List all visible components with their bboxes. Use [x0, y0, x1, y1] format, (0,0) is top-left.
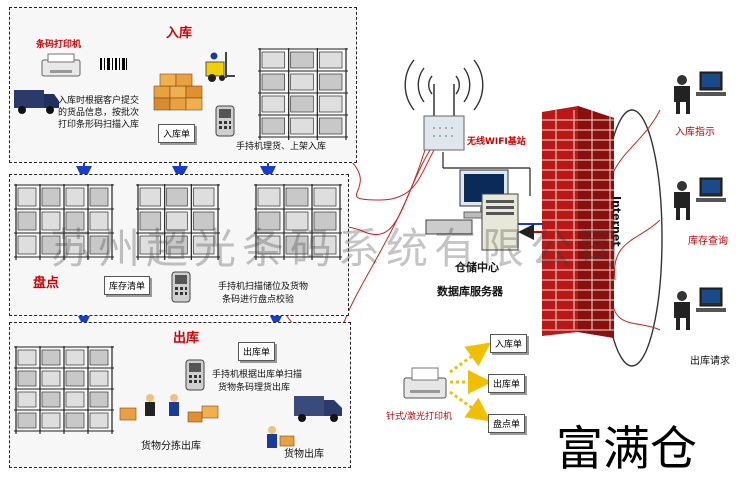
firewall-icon — [542, 106, 614, 338]
inbound-doc: 入库单 — [158, 124, 196, 143]
client-outbound-workstation-icon — [674, 287, 726, 330]
forklift-icon — [205, 52, 235, 82]
delivery-truck-icon — [294, 396, 342, 422]
truck-icon — [14, 90, 59, 114]
client-inbound-workstation-icon — [674, 71, 726, 114]
outbound-doc: 出库单 — [238, 342, 276, 361]
client-stock-query-workstation-icon — [674, 177, 726, 220]
barcode-label-icon — [100, 58, 127, 70]
stocktake-desc-line1: 手持机扫描储位及货物 — [218, 282, 309, 292]
handheld-shelving-label: 手持机理货、上架入库 — [236, 142, 327, 152]
sorting-workers-icon — [119, 394, 219, 423]
printed-outbound-doc: 出库单 — [488, 374, 526, 393]
handheld-terminal-outbound-icon — [185, 359, 205, 391]
client-inbound-label: 入库指示 — [675, 127, 715, 138]
barcode-printer-label: 条码打印机 — [36, 40, 82, 50]
client-stock-query-label: 库存查询 — [688, 236, 728, 247]
stocktake-title: 盘点 — [33, 276, 60, 291]
stock-list-doc: 库存清单 — [104, 276, 151, 295]
wifi-station-label: 无线WIFI基站 — [467, 137, 526, 147]
goods-out-label: 货物出库 — [284, 449, 324, 460]
printed-inbound-doc: 入库单 — [490, 334, 528, 353]
inbound-desc-line1: 入库时根据客户提交 — [58, 96, 140, 106]
wifi-signal-icon — [404, 59, 484, 111]
wifi-router-icon — [423, 84, 465, 151]
worker-loading-icon — [267, 426, 295, 448]
brand-name: 富满仓 — [556, 422, 697, 477]
warehouse-center-label: 仓储中心 — [455, 261, 499, 274]
inbound-desc-line2: 的货品信息，按批次 — [58, 108, 140, 118]
inbound-title: 入库 — [166, 26, 193, 41]
outbound-desc-line2: 货物条码理货出库 — [218, 383, 291, 393]
client-outbound-label: 出库请求 — [690, 356, 730, 367]
db-server-label: 数据库服务器 — [437, 285, 503, 298]
stocktake-rack-middle — [136, 184, 220, 260]
stocktake-desc-line2: 条码进行盘点校验 — [222, 295, 295, 305]
goods-sorting-label: 货物分拣出库 — [141, 441, 201, 452]
handheld-terminal-stocktake-icon — [171, 271, 191, 303]
printed-stocktake-doc: 盘点单 — [488, 414, 526, 433]
handheld-terminal-icon — [215, 105, 235, 137]
inbound-rack — [258, 48, 348, 140]
stocktake-rack-left — [14, 184, 114, 260]
stocktake-rack-right — [254, 184, 342, 260]
inbound-desc-line3: 打印条形码扫描入库 — [58, 120, 140, 130]
barcode-printer-icon — [41, 53, 81, 77]
company-watermark: 苏州超光条码系统有限公司 — [50, 224, 627, 273]
printer-label: 针式/激光打印机 — [386, 412, 453, 422]
outbound-rack — [14, 346, 114, 434]
database-server-icon — [425, 169, 519, 251]
dot-matrix-printer-icon — [403, 367, 447, 399]
outbound-title: 出库 — [173, 331, 200, 346]
outbound-desc-line1: 手持机根据出库单扫描 — [212, 370, 303, 380]
cargo-boxes-icon — [153, 73, 203, 111]
